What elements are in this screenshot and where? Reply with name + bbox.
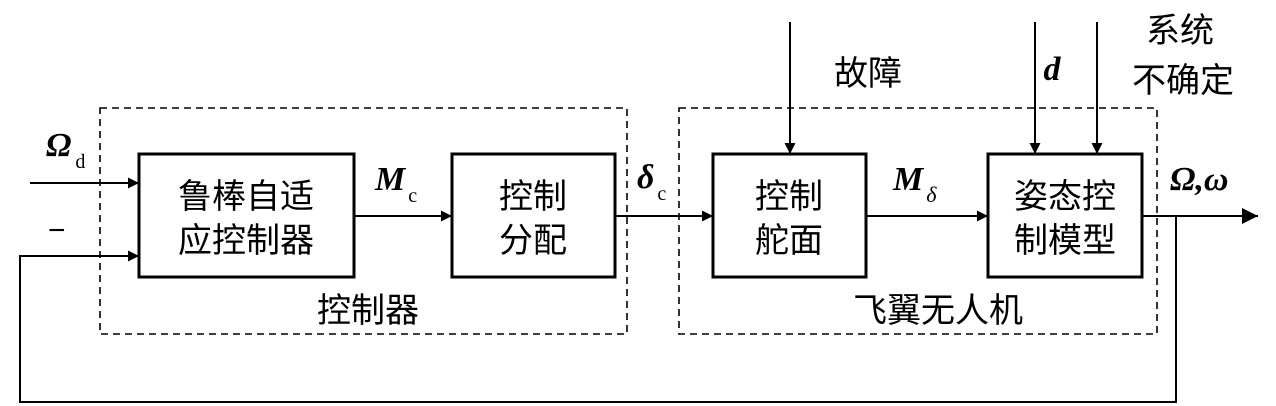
fault-label: 故障 <box>834 54 902 94</box>
uncertainty-label-line1: 系统 <box>1146 11 1214 51</box>
feedback-path <box>19 216 1177 403</box>
attitude-line1: 姿态控 <box>1014 177 1116 217</box>
controller-group-label: 控制器 <box>317 291 419 331</box>
attitude-model-block: 姿态控 制模型 <box>986 152 1144 279</box>
robust-adaptive-line1: 鲁棒自适 <box>178 177 314 217</box>
surfaces-line1: 控制 <box>755 177 823 217</box>
attitude-line2: 制模型 <box>1014 221 1116 261</box>
robust-adaptive-line2: 应控制器 <box>178 221 314 261</box>
uav-group-label: 飞翼无人机 <box>853 291 1023 331</box>
uav-group-box <box>678 107 1158 335</box>
surfaces-line2: 舵面 <box>755 221 823 261</box>
control-allocation-block: 控制 分配 <box>450 152 617 279</box>
allocation-line1: 控制 <box>499 177 567 217</box>
feedback-minus-sign: − <box>48 214 66 247</box>
allocation-line2: 分配 <box>499 221 567 261</box>
controller-group-box <box>99 107 628 335</box>
robust-adaptive-controller-block: 鲁棒自适 应控制器 <box>137 152 356 279</box>
uncertainty-label-line2: 不确定 <box>1132 61 1234 101</box>
disturbance-d-label: d <box>1044 51 1062 88</box>
output-label: Ω,ω <box>1170 161 1228 198</box>
control-surfaces-block: 控制 舵面 <box>711 152 868 279</box>
